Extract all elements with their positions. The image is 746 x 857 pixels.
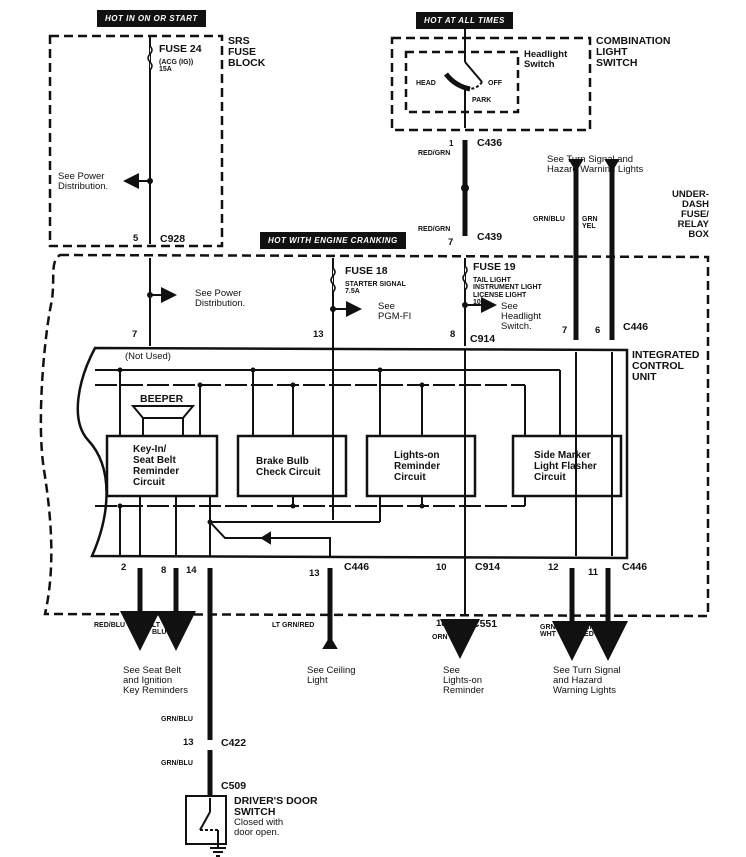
wire-grn-blu: GRN/BLU [533, 216, 565, 223]
fuse24-name: FUSE 24 [159, 43, 202, 55]
fuse24-desc: (ACG (IG)) 15A [159, 59, 194, 74]
sidemarker-circuit-box [511, 434, 623, 498]
ref-power-distribution-1[interactable]: See Power Distribution. [58, 171, 109, 192]
connector-c446-bot-left: C446 [344, 561, 370, 573]
pin: 2 [121, 562, 127, 573]
pin: 8 [450, 329, 456, 340]
ref-headlight-switch[interactable]: See Headlight Switch. [501, 301, 542, 332]
ref-turn-signal-bot[interactable]: See Turn Signal and Hazard Warning Light… [553, 665, 621, 696]
door-switch-box [185, 795, 227, 845]
wire-grn-red: GRN RED [579, 624, 595, 639]
connector-c509: C509 [221, 780, 247, 792]
wire-grn-yel: GRN YEL [582, 216, 598, 231]
wire-grn-wht: GRN/ WHT [540, 624, 558, 639]
lightson-circuit-label: Lights-on Reminder Circuit [394, 450, 441, 483]
brake-circuit-box [236, 434, 348, 498]
door-switch-note: Closed with door open. [234, 817, 284, 838]
connector-c914-top: C914 [470, 333, 496, 345]
pin: 18 [436, 618, 447, 629]
connector-c914-bot: C914 [475, 561, 501, 573]
connector-c436: C436 [477, 137, 503, 149]
pin: 7 [562, 325, 568, 336]
pin: 13 [309, 568, 320, 579]
connector-c439: C439 [477, 231, 503, 243]
icu-outline [76, 346, 629, 560]
fuse19-desc: TAIL LIGHT INSTRUMENT LIGHT LICENSE LIGH… [473, 277, 542, 307]
connector-c928: C928 [160, 233, 186, 245]
ref-pgm-fi[interactable]: See PGM-FI [378, 301, 412, 322]
under-dash-box-label: UNDER- DASH FUSE/ RELAY BOX [672, 189, 709, 240]
pin: 1 [449, 139, 454, 148]
tag-hot-in-on-or-start: HOT IN ON OR START [97, 10, 206, 27]
lightson-circuit-box [365, 434, 477, 498]
ref-turn-signal-top[interactable]: See Turn Signal and Hazard Warning Light… [547, 154, 644, 175]
tag-hot-with-engine-cranking: HOT WITH ENGINE CRANKING [260, 232, 406, 249]
wire-red-grn: RED/GRN [418, 226, 451, 233]
sidemarker-circuit-label: Side Marker Light Flasher Circuit [534, 450, 597, 483]
keyin-circuit-box [105, 434, 219, 498]
pin: 11 [588, 567, 599, 578]
ref-power-distribution-2[interactable]: See Power Distribution. [195, 288, 246, 309]
wire-orn: ORN [432, 634, 448, 641]
wire-grn-blu: GRN/BLU [161, 760, 193, 767]
fuse18-name: FUSE 18 [345, 265, 388, 277]
door-switch-label: DRIVER'S DOOR SWITCH [234, 795, 318, 819]
connector-c422: C422 [221, 737, 247, 749]
pin: 5 [133, 233, 139, 244]
switch-off: OFF [488, 80, 502, 87]
headlight-switch-label: Headlight Switch [524, 49, 568, 70]
tag-hot-at-all-times: HOT AT ALL TIMES [416, 12, 513, 29]
connector-c551: C551 [472, 618, 498, 630]
icu-label: INTEGRATED CONTROL UNIT [632, 349, 700, 384]
pin: 13 [183, 737, 194, 748]
pin: 12 [548, 562, 559, 573]
switch-park: PARK [472, 97, 492, 104]
ref-seat-belt[interactable]: See Seat Belt and Ignition Key Reminders [123, 665, 188, 696]
wire-lt-blu: LT BLU [152, 622, 167, 637]
combination-light-switch-label: COMBINATION LIGHT SWITCH [596, 35, 671, 70]
pin: 10 [436, 562, 447, 573]
fuse18-desc: STARTER SIGNAL 7.5A [345, 281, 406, 296]
ref-ceiling-light[interactable]: See Ceiling Light [307, 665, 356, 686]
pin: 14 [186, 565, 197, 576]
ref-lights-on[interactable]: See Lights-on Reminder [443, 665, 485, 696]
headlight-switch-outline [404, 50, 520, 114]
pin: 6 [595, 325, 601, 336]
srs-fuse-block-label: SRS FUSE BLOCK [228, 35, 266, 70]
keyin-circuit-label: Key-In/ Seat Belt Reminder Circuit [133, 444, 180, 488]
combination-switch-outline [390, 36, 592, 132]
beeper-label: BEEPER [140, 393, 184, 405]
fuse19-name: FUSE 19 [473, 261, 516, 273]
pin: 7 [448, 237, 454, 248]
pin: 13 [313, 329, 324, 340]
wire-lt-grn-red: LT GRN/RED [272, 622, 315, 629]
wire-red-blu: RED/BLU [94, 622, 126, 629]
connector-c446-bot-right: C446 [622, 561, 648, 573]
wire-red-grn: RED/GRN [418, 150, 451, 157]
not-used-note: (Not Used) [125, 351, 171, 362]
brake-circuit-label: Brake Bulb Check Circuit [256, 456, 321, 478]
switch-head: HEAD [416, 80, 436, 87]
under-dash-box-outline [39, 253, 710, 618]
srs-fuse-block-outline [48, 34, 224, 248]
pin: 7 [132, 329, 138, 340]
beeper-shape [130, 405, 196, 419]
diode-icon [260, 531, 271, 545]
connector-c446-top: C446 [623, 321, 649, 333]
wire-grn-blu: GRN/BLU [161, 716, 193, 723]
pin: 8 [161, 565, 167, 576]
